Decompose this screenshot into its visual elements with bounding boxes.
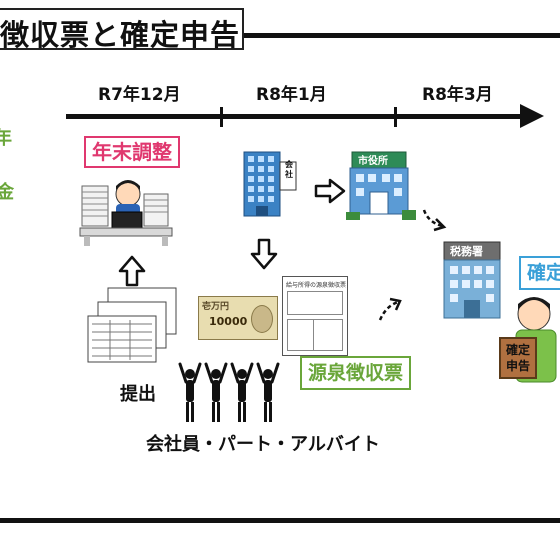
page-title: 徴収票と確定申告 bbox=[0, 18, 241, 52]
banknote-portrait bbox=[251, 305, 273, 333]
bottom-rule bbox=[0, 518, 560, 523]
title-frame bbox=[0, 8, 244, 50]
banknote-icon: 壱万円 10000 bbox=[198, 296, 278, 340]
submit-label: 提出 bbox=[120, 384, 156, 405]
timeline-tick-1 bbox=[220, 107, 223, 127]
person-with-board-icon bbox=[499, 297, 557, 383]
year-end-adjustment-label: 年末調整 bbox=[84, 136, 180, 168]
title-rule bbox=[244, 33, 560, 38]
dashed-arrow-icon bbox=[378, 297, 402, 321]
period-label-r8-mar: R8年3月 bbox=[422, 85, 493, 105]
board-text: 確定申告 bbox=[505, 343, 530, 373]
period-label-r8-jan: R8年1月 bbox=[256, 85, 327, 105]
tax-office-icon bbox=[443, 241, 501, 319]
up-arrow-icon bbox=[118, 255, 146, 287]
city-hall-sign: 市役所 bbox=[358, 156, 388, 167]
withholding-slip-label: 源泉徴収票 bbox=[300, 356, 412, 390]
company-building-icon bbox=[243, 151, 297, 217]
left-edge-fragment-1: 年 bbox=[0, 128, 12, 149]
right-arrow-icon bbox=[314, 178, 346, 204]
left-edge-fragment-2: 金 bbox=[0, 182, 14, 203]
tax-office-sign: 税務署 bbox=[450, 245, 483, 258]
period-label-r7-dec: R7年12月 bbox=[98, 85, 181, 105]
timeline-axis bbox=[66, 114, 528, 119]
office-worker-icon bbox=[79, 180, 173, 246]
document-header: 給与所得の源泉徴収票 bbox=[286, 282, 347, 289]
timeline-tick-2 bbox=[394, 107, 397, 127]
submitted-forms-icon bbox=[87, 287, 177, 363]
city-hall-icon bbox=[346, 151, 416, 220]
workers-label: 会社員・パート・アルバイト bbox=[146, 434, 380, 455]
dashed-arrow-icon bbox=[422, 209, 447, 232]
withholding-slip-document: 給与所得の源泉徴収票 bbox=[282, 276, 348, 356]
timeline-arrowhead bbox=[520, 104, 544, 128]
workers-icon bbox=[178, 362, 280, 422]
banknote-value: 10000 bbox=[209, 315, 248, 328]
final-return-label: 確定申告 bbox=[519, 256, 560, 290]
company-sign: 会社 bbox=[285, 160, 293, 179]
banknote-denomination: 壱万円 bbox=[202, 302, 230, 312]
down-arrow-icon bbox=[250, 238, 278, 270]
